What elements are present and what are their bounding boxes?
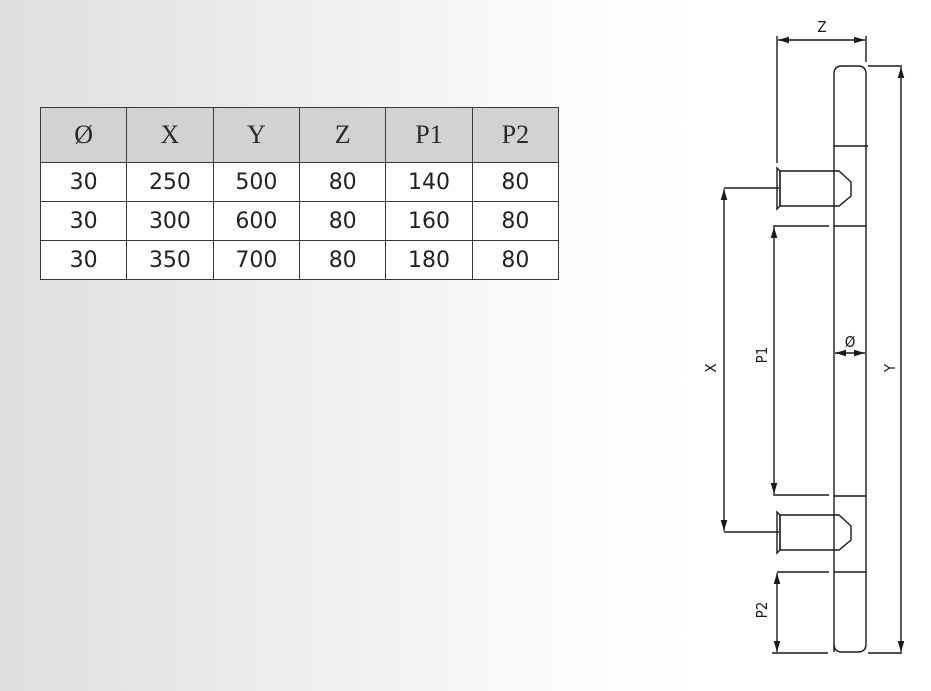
header-x: X <box>126 107 214 163</box>
handle-bar <box>833 65 868 653</box>
table-cell-p1: 180 <box>385 240 473 280</box>
table-cell-diameter: 30 <box>39 240 128 280</box>
diameter-dimension: Ø <box>835 333 865 357</box>
diameter-label: Ø <box>845 333 856 351</box>
header-p1: P1 <box>385 107 473 163</box>
x-dimension: X <box>702 187 779 533</box>
z-dimension: Z <box>776 18 867 163</box>
table-cell-x: 300 <box>126 201 214 241</box>
p2-label: P2 <box>753 602 771 619</box>
table-cell-z: 80 <box>299 201 387 241</box>
p1-label: P1 <box>753 347 771 364</box>
table-cell-x: 350 <box>126 240 214 280</box>
top-standoff <box>776 166 852 211</box>
bottom-standoff <box>776 510 852 555</box>
y-label: Y <box>881 363 899 373</box>
header-p2: P2 <box>471 107 560 163</box>
p2-dimension: P2 <box>753 571 829 654</box>
table-cell-p2: 80 <box>471 240 560 280</box>
table-cell-z: 80 <box>299 162 387 202</box>
y-dimension: Y <box>868 65 905 654</box>
table-cell-y: 600 <box>212 201 301 241</box>
table-cell-y: 500 <box>212 162 301 202</box>
table-cell-p1: 160 <box>385 201 473 241</box>
p1-dimension: P1 <box>753 225 829 496</box>
x-label: X <box>702 363 720 372</box>
table-cell-z: 80 <box>299 240 387 280</box>
table-cell-p1: 140 <box>385 162 473 202</box>
table-cell-p2: 80 <box>471 162 560 202</box>
header-diameter: Ø <box>39 107 128 163</box>
table-header-row: Ø X Y Z P1 P2 <box>39 107 560 163</box>
z-label: Z <box>817 18 826 36</box>
table-cell-x: 250 <box>126 162 214 202</box>
table-cell-y: 700 <box>212 240 301 280</box>
